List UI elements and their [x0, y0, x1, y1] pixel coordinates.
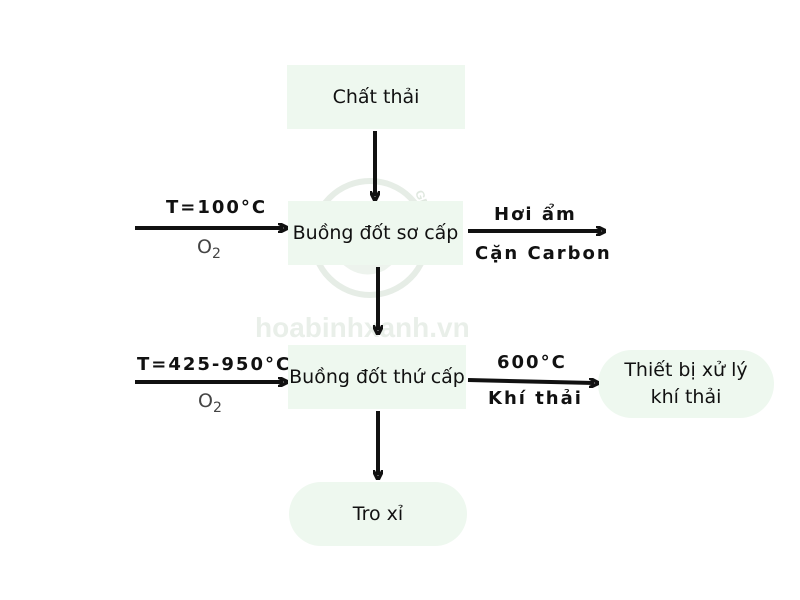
label-secondary-o2-sub: 2	[212, 399, 222, 416]
label-secondary-o2-main: O	[198, 390, 213, 412]
label-carbon-residue: Cặn Carbon	[475, 243, 612, 264]
label-primary-o2-main: O	[197, 236, 212, 258]
label-secondary-temp: T=425-950°C	[137, 354, 292, 375]
label-primary-o2: O2	[197, 236, 221, 262]
label-exhaust-temp: 600°C	[497, 352, 567, 373]
label-secondary-o2: O2	[198, 390, 222, 416]
label-moisture: Hơi ẩm	[494, 204, 577, 225]
node-secondary-chamber: Buồng đốt thứ cấp	[288, 345, 466, 409]
node-waste: Chất thải	[287, 65, 465, 129]
label-exhaust-gas: Khí thải	[488, 388, 583, 409]
node-gas-treatment: Thiết bị xử lý khí thải	[598, 350, 774, 418]
watermark-site-text: hoabinhxanh.vn	[255, 312, 470, 343]
node-secondary-chamber-label: Buồng đốt thứ cấp	[289, 366, 465, 388]
node-waste-label: Chất thải	[332, 86, 420, 108]
node-primary-chamber: Buồng đốt sơ cấp	[288, 201, 463, 265]
node-gas-treatment-line2: khí thải	[650, 386, 722, 408]
node-ash-label: Tro xỉ	[352, 503, 404, 525]
node-ash: Tro xỉ	[289, 482, 467, 546]
arrow-secondary-to-gas	[467, 380, 594, 383]
label-primary-temp: T=100°C	[166, 197, 268, 218]
node-primary-chamber-label: Buồng đốt sơ cấp	[292, 222, 459, 244]
node-gas-treatment-line1: Thiết bị xử lý	[624, 359, 748, 381]
label-primary-o2-sub: 2	[211, 245, 221, 262]
